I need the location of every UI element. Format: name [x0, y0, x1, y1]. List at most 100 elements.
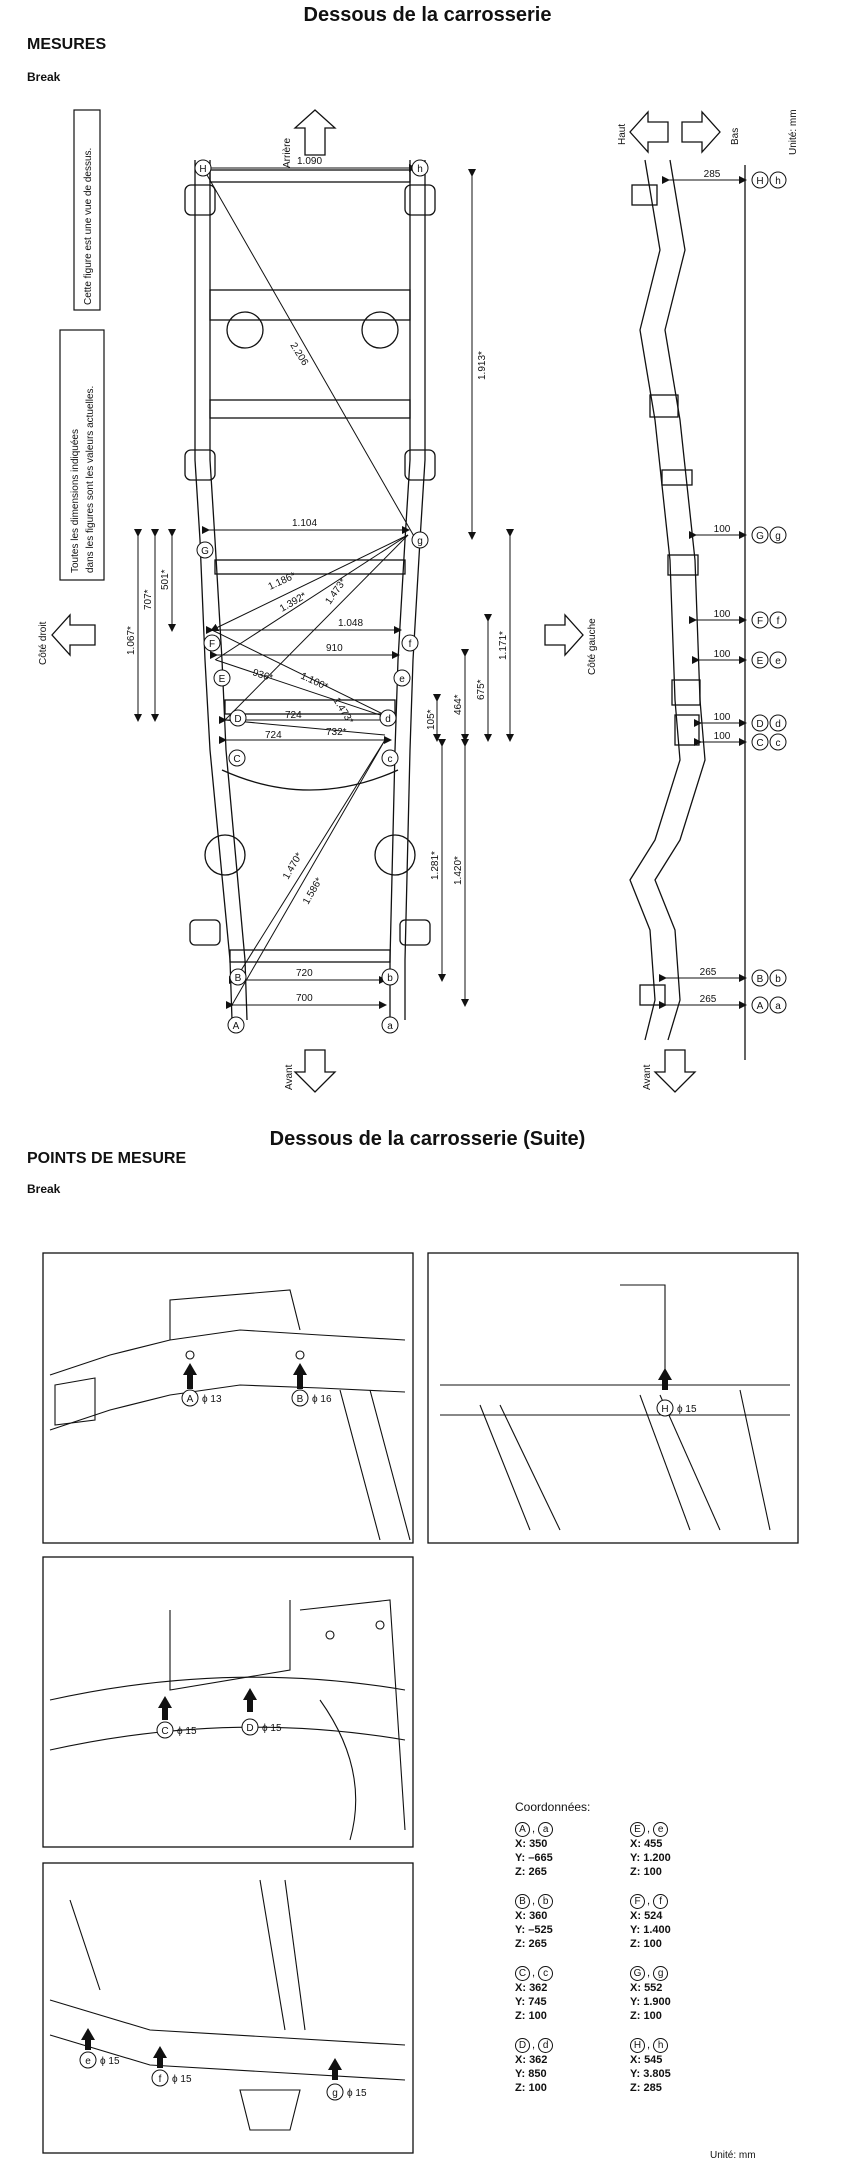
coordinate-z: Z: 100	[630, 1866, 662, 1878]
frame-side-view	[629, 159, 746, 1060]
coordinate-x: X: 455	[630, 1838, 663, 1850]
svg-text:707*: 707*	[143, 589, 154, 610]
svg-text:501*: 501*	[160, 569, 171, 590]
svg-text:ϕ 15: ϕ 15	[347, 2088, 367, 2099]
svg-text:f: f	[777, 616, 780, 627]
point-upper-badge: A	[515, 1822, 530, 1837]
svg-text:b: b	[387, 973, 393, 984]
photo-panel-h: H ϕ 15	[427, 1252, 799, 1544]
photo-panel-e-f-g: e ϕ 15 f ϕ 15 g ϕ 15	[42, 1862, 414, 2154]
svg-text:1.470*: 1.470*	[281, 851, 305, 882]
point-lower-badge: f	[653, 1894, 669, 1909]
coordinate-x: X: 362	[515, 1982, 548, 1994]
svg-text:100: 100	[714, 712, 731, 723]
svg-text:e: e	[775, 656, 781, 667]
coordinate-z: Z: 265	[515, 1938, 547, 1950]
svg-text:dans les figures sont les vale: dans les figures sont les valeurs actuel…	[85, 386, 96, 573]
point-a-arrow-icon	[183, 1363, 197, 1375]
point-upper-badge: E	[630, 1822, 645, 1837]
down-label: Bas	[730, 128, 741, 145]
svg-text:e: e	[399, 674, 405, 685]
svg-text:ϕ 13: ϕ 13	[202, 1394, 222, 1405]
svg-text:C: C	[161, 1726, 168, 1737]
svg-text:100: 100	[714, 649, 731, 660]
coordinate-z: Z: 100	[630, 2010, 662, 2022]
point-lower-badge: h	[653, 2038, 669, 2053]
point-upper-badge: B	[515, 1894, 530, 1909]
front-arrow-icon	[293, 1049, 337, 1093]
point-e-arrow-icon	[81, 2028, 95, 2040]
plan-dimension-values: 1.090 2.206 1.913* 1.104 1.067* 707* 501…	[126, 156, 509, 1004]
coordinate-y: Y: –665	[515, 1852, 553, 1864]
coordinate-point-label: D, d	[515, 2038, 555, 2053]
svg-text:ϕ 15: ϕ 15	[262, 1723, 282, 1734]
svg-text:f: f	[159, 2074, 162, 2085]
svg-text:e: e	[85, 2056, 91, 2067]
section-heading-points: POINTS DE MESURE	[27, 1150, 187, 1167]
svg-text:H: H	[661, 1404, 668, 1415]
svg-text:E: E	[757, 656, 764, 667]
svg-text:F: F	[209, 639, 215, 650]
measurement-points-panels: A ϕ 13 B ϕ 16 H ϕ 15	[42, 1252, 799, 2154]
coordinate-y: Y: 850	[515, 2068, 547, 2080]
svg-text:c: c	[388, 754, 393, 765]
side-point-markers: H h G g F f E e D d C c B b A a	[751, 171, 787, 1014]
svg-text:a: a	[387, 1021, 393, 1032]
point-lower-badge: c	[538, 1966, 554, 1981]
point-b-arrow-icon	[293, 1363, 307, 1375]
svg-text:1.420*: 1.420*	[453, 856, 464, 885]
svg-text:g: g	[417, 536, 423, 547]
coordinate-z: Z: 265	[515, 1866, 547, 1878]
coordinate-y: Y: –525	[515, 1924, 553, 1936]
coordinate-z: Z: 100	[515, 2010, 547, 2022]
svg-text:H: H	[199, 164, 206, 175]
side-dimension-values: 285 100 100 100 100 100 265 265	[700, 169, 731, 1005]
svg-text:A: A	[233, 1021, 240, 1032]
point-lower-badge: e	[653, 1822, 669, 1837]
point-upper-badge: F	[630, 1894, 645, 1909]
svg-text:B: B	[235, 973, 242, 984]
point-c-arrow-icon	[158, 1696, 172, 1708]
coordinates-header: Coordonnées:	[515, 1800, 591, 1814]
point-upper-badge: H	[630, 2038, 645, 2053]
svg-text:C: C	[233, 754, 240, 765]
page-title: Dessous de la carrosserie	[303, 4, 552, 26]
svg-text:100: 100	[714, 524, 731, 535]
coordinate-point-label: A, a	[515, 1822, 555, 1837]
coordinate-point-label: B, b	[515, 1894, 555, 1909]
point-lower-badge: d	[538, 2038, 554, 2053]
coordinate-z: Z: 100	[630, 1938, 662, 1950]
svg-text:D: D	[246, 1723, 253, 1734]
coordinate-y: Y: 1.900	[630, 1996, 671, 2008]
svg-text:100: 100	[714, 731, 731, 742]
svg-text:D: D	[756, 719, 763, 730]
point-lower-badge: g	[653, 1966, 669, 1981]
back-arrow-icon	[293, 109, 337, 156]
svg-text:d: d	[385, 714, 391, 725]
svg-text:B: B	[757, 974, 764, 985]
svg-text:2.206: 2.206	[287, 341, 310, 368]
svg-text:C: C	[756, 738, 763, 749]
unit-label-bottom: Unité: mm	[710, 2150, 756, 2161]
unit-label-top: Unité: mm	[788, 109, 799, 155]
note-actual-values: Toutes les dimensions indiquées dans les…	[59, 329, 105, 581]
svg-text:g: g	[332, 2088, 338, 2099]
right-side-arrow-icon	[51, 613, 96, 657]
svg-text:1.392*: 1.392*	[278, 591, 309, 615]
svg-text:h: h	[775, 176, 781, 187]
point-lower-badge: a	[538, 1822, 554, 1837]
coordinate-x: X: 360	[515, 1910, 548, 1922]
page-title-continued: Dessous de la carrosserie (Suite)	[269, 1128, 586, 1150]
up-label: Haut	[617, 124, 628, 145]
svg-text:105*: 105*	[426, 709, 437, 730]
front-direction-label: Avant	[284, 1064, 295, 1090]
svg-text:1.171*: 1.171*	[498, 631, 509, 660]
svg-text:B: B	[297, 1394, 304, 1405]
svg-text:1.067*: 1.067*	[126, 626, 137, 655]
